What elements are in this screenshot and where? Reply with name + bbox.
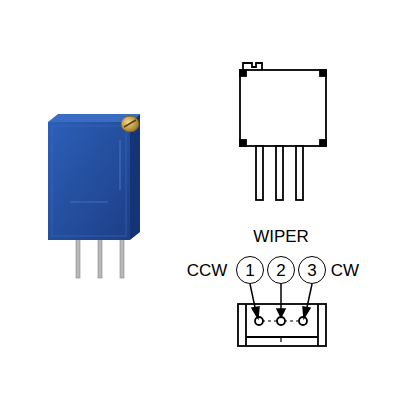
pin-name: WIPER: [253, 228, 309, 245]
pin-number-circle: 2: [267, 256, 295, 284]
rotation-label: CW: [331, 262, 359, 279]
pin-number-circle: 1: [236, 256, 264, 284]
leader-arrows: [250, 284, 312, 318]
footprint-drawing: [238, 304, 326, 346]
trimmer-photo: [48, 114, 140, 278]
pin-number-circle: 3: [298, 256, 326, 284]
pin-number: 1: [245, 262, 254, 279]
rotation-label: CCW: [187, 262, 228, 279]
pin-number: 3: [307, 262, 316, 279]
outline-drawing: [240, 63, 326, 200]
pin-number: 2: [276, 262, 285, 279]
